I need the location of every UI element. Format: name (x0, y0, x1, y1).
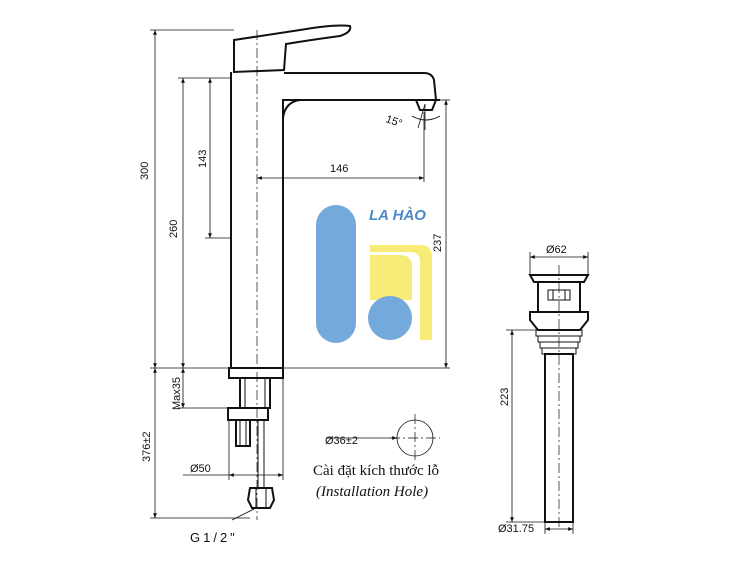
aerator (415, 99, 437, 111)
dim-260: 260 (168, 220, 180, 238)
faucet-body: 15° (227, 24, 441, 520)
dim-300: 300 (139, 162, 151, 180)
logo-blue-bar (316, 205, 356, 343)
dim-146: 146 (330, 163, 348, 175)
logo-blue-circle (368, 296, 412, 340)
angle-arc (411, 115, 441, 121)
dim-143: 143 (197, 150, 209, 168)
mount-washer (227, 407, 269, 421)
installation-hole: Ø36±2 Cài đặt kích thước lỗ (Installatio… (313, 414, 440, 500)
dim-237: 237 (432, 234, 444, 252)
thread-label: G1/2" (190, 530, 238, 545)
angle-label: 15° (384, 113, 404, 130)
watermark-logo: LA HÀO (316, 205, 432, 343)
logo-yellow-block (370, 255, 412, 300)
shank (235, 419, 251, 447)
dim-d3175: Ø31.75 (498, 523, 534, 535)
hole-diameter: Ø36±2 (325, 435, 358, 447)
logo-text: LA HÀO (369, 207, 426, 224)
logo-yellow-arc (370, 245, 432, 340)
hose-nut (246, 487, 276, 509)
drain-dimensions: Ø62 223 Ø31.75 (498, 244, 589, 535)
faucet-dimensions: 300 260 143 146 237 Max35 376±2 Ø50 G1 (139, 29, 450, 545)
dim-max35: Max35 (171, 377, 183, 410)
lever-handle (233, 24, 352, 74)
drain-cap (528, 274, 590, 283)
popup-drain (528, 265, 590, 530)
spout-inner (282, 99, 301, 119)
supply-hose (257, 420, 265, 488)
dim-223: 223 (499, 388, 511, 406)
dim-376: 376±2 (141, 431, 153, 462)
base-plate (228, 367, 284, 379)
dim-d62: Ø62 (546, 244, 567, 256)
dim-d50: Ø50 (190, 463, 211, 475)
spout-top (284, 72, 437, 101)
hole-label-en: (Installation Hole) (316, 484, 428, 500)
hole-label-vi: Cài đặt kích thước lỗ (313, 463, 439, 479)
